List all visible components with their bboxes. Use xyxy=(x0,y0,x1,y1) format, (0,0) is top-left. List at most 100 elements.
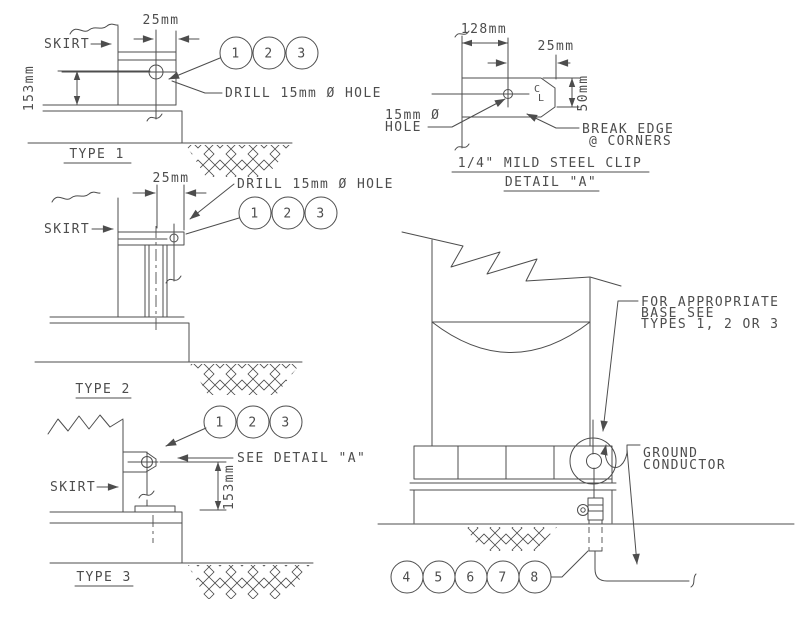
detail-a: C L 128mm 25mm 50mm 15mm Ø HOLE BREAK ED… xyxy=(385,22,674,192)
conductor-tail xyxy=(594,550,690,582)
detail-a-hole-leader xyxy=(427,98,506,128)
type1-centerline-break xyxy=(146,113,163,122)
balloon-1-number: 1 xyxy=(215,416,224,431)
detail-a-hole-note-line1: 15mm Ø xyxy=(385,108,440,123)
type2-title: TYPE 2 xyxy=(75,382,130,397)
type2-drill-note: DRILL 15mm Ø HOLE xyxy=(237,177,394,192)
balloon-3-number: 3 xyxy=(297,47,306,62)
type1-skirt-label: SKIRT xyxy=(44,37,90,52)
base-block xyxy=(413,489,613,524)
detail-a-hole-centerlines xyxy=(431,37,530,108)
elevation-earth-hatch xyxy=(465,527,557,551)
detail-a-hole-note-line2: HOLE xyxy=(385,120,422,135)
balloon-1 xyxy=(219,36,253,70)
detail-a-title-line1: 1/4" MILD STEEL CLIP xyxy=(458,156,643,171)
tank-elevation: FOR APPROPRIATE BASE SEE TYPES 1, 2 OR 3… xyxy=(377,231,795,594)
type3-skirt-break-line xyxy=(47,414,124,435)
balloon-2-number: 2 xyxy=(283,207,292,222)
balloon-8-number: 8 xyxy=(530,571,539,586)
type1-hole-centerlines xyxy=(61,29,177,120)
base-note-line3: TYPES 1, 2 OR 3 xyxy=(641,317,779,332)
balloon-4-number: 4 xyxy=(402,571,411,586)
type3-dim-153-label: 153mm xyxy=(222,464,237,510)
type2-dim-25-label: 25mm xyxy=(153,171,190,186)
ground-label-line1: GROUND xyxy=(643,446,698,461)
type2-centerline-break xyxy=(165,275,182,284)
type2-skirt-label: SKIRT xyxy=(44,222,90,237)
detail-a-dim-50-label: 50mm xyxy=(576,75,591,112)
balloon-1 xyxy=(238,196,272,230)
detail-a-break-edge-line1: BREAK EDGE xyxy=(582,122,674,137)
type1-balloon-leader xyxy=(168,57,221,80)
type1-plate xyxy=(117,51,177,106)
base-note-line2: BASE SEE xyxy=(641,306,715,321)
clamp-bolt-inner xyxy=(580,507,586,513)
base-note-line1: FOR APPROPRIATE xyxy=(641,295,779,310)
balloon-3 xyxy=(269,405,303,439)
base-ring-band xyxy=(413,445,613,484)
balloon-1 xyxy=(203,405,237,439)
type2-drill-leader xyxy=(189,183,235,220)
balloon-7-number: 7 xyxy=(498,571,507,586)
balloon-1-number: 1 xyxy=(231,47,240,62)
elevation-balloons: 4 5 6 7 8 xyxy=(390,560,552,594)
type1-drill-leader xyxy=(171,80,223,94)
type3-dim-153-arrow-down xyxy=(214,501,222,510)
type1-foundation xyxy=(42,104,183,144)
tank-break-line xyxy=(401,231,622,287)
ground-label-line2: CONDUCTOR xyxy=(643,458,726,473)
type1-earth-hatch xyxy=(186,145,292,177)
ground-rod-buried xyxy=(588,527,603,551)
type1-balloons: 1 2 3 xyxy=(219,36,319,70)
balloon-3-number: 3 xyxy=(316,207,325,222)
type3-rod-break xyxy=(138,490,155,499)
type3-balloon-leader xyxy=(165,427,207,447)
ground-label-straight-leader xyxy=(626,448,640,565)
type3-title: TYPE 3 xyxy=(76,570,131,585)
type1-dim-153-arrow-up xyxy=(73,71,81,80)
detail-a-break-edge-line2: @ CORNERS xyxy=(589,134,672,149)
detail-a-dim-128-arrow-right xyxy=(498,39,508,47)
type3-see-detail-note: SEE DETAIL "A" xyxy=(237,451,366,466)
base-note-leader xyxy=(600,300,639,432)
balloon-5-number: 5 xyxy=(434,571,443,586)
clamp-bolt-outer xyxy=(577,504,589,516)
type3-hole-centerlines xyxy=(127,451,159,473)
type2-flange xyxy=(117,231,185,246)
centerline-symbol-c: C xyxy=(534,84,541,95)
balloon-3 xyxy=(304,196,338,230)
type1-drill-note: DRILL 15mm Ø HOLE xyxy=(225,86,382,101)
type3-balloons: 1 2 3 xyxy=(203,405,303,439)
type1-dim-25-label: 25mm xyxy=(143,13,180,28)
type3-skirt-label: SKIRT xyxy=(50,480,96,495)
type1-detail: SKIRT 25mm 153mm TYPE 1 1 2 3 DRILL 15mm… xyxy=(22,13,382,177)
type3-foundation xyxy=(49,511,183,564)
detail-a-dim-50-arrow-up xyxy=(568,78,576,87)
type1-dim-153-arrow-down xyxy=(73,96,81,105)
balloon-2-number: 2 xyxy=(248,416,257,431)
balloon-2 xyxy=(236,405,270,439)
detail-a-break-edge-leader xyxy=(526,113,580,129)
type2-skirt-break-line xyxy=(51,191,101,203)
detail-a-dim-128-label: 128mm xyxy=(461,22,507,37)
type1-skirt-break-line xyxy=(69,23,119,35)
ground-label-bracket xyxy=(626,444,641,456)
balloon-3 xyxy=(285,36,319,70)
type2-balloon-leader xyxy=(185,217,240,235)
type2-detail: SKIRT 25mm DRILL 15mm Ø HOLE 1 2 3 TYPE … xyxy=(34,171,394,399)
detail-a-dim-128-arrow-left xyxy=(462,39,472,47)
detail-a-dim-50-line xyxy=(542,77,580,108)
balloon-1-number: 1 xyxy=(250,207,259,222)
type1-dim-153-label: 153mm xyxy=(22,65,37,111)
base-thin-band xyxy=(409,482,617,491)
detail-a-dim-50-arrow-down xyxy=(568,98,576,107)
ground-label-arc-leader xyxy=(600,444,628,468)
balloon-6-number: 6 xyxy=(466,571,475,586)
conductor-break-mark xyxy=(690,573,697,588)
ground-rod-clamp xyxy=(587,497,604,521)
balloon-2 xyxy=(271,196,305,230)
type3-base-plate xyxy=(134,505,176,513)
type3-detail: SKIRT 1 2 3 SEE DETAIL "A" 153mm TYPE 3 xyxy=(47,405,366,599)
